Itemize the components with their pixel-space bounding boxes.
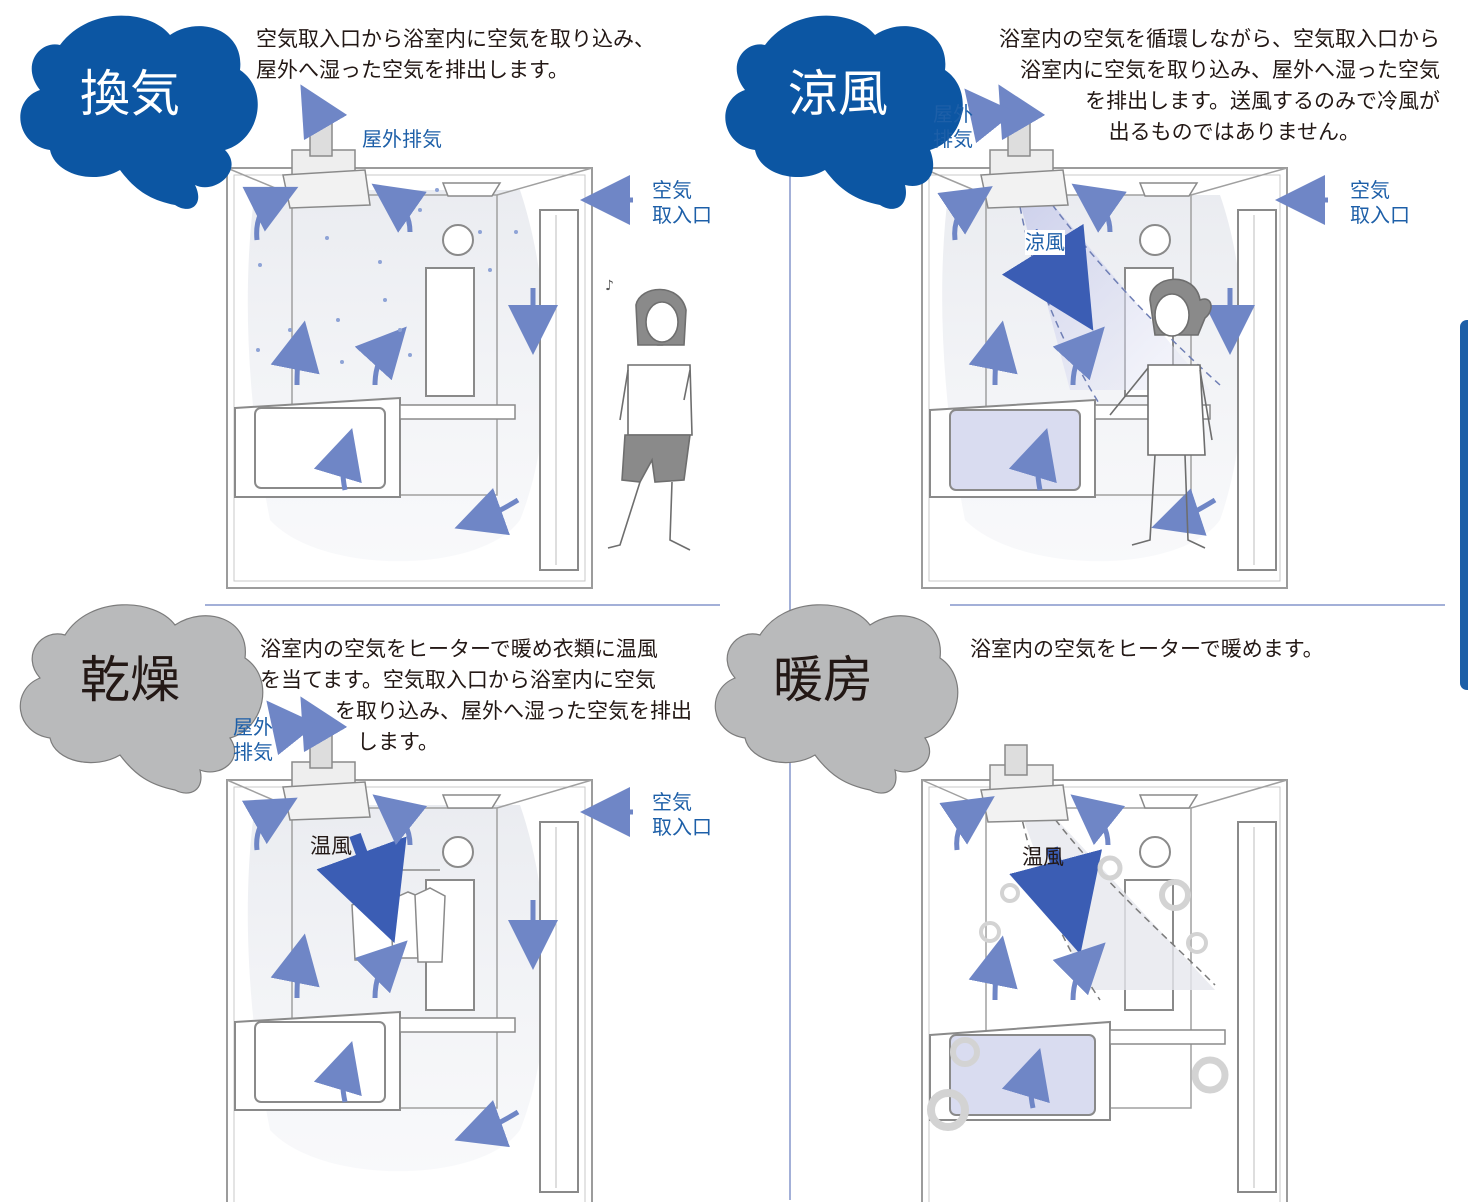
heating-desc-line-1: 浴室内の空気をヒーターで暖めます。	[970, 637, 1324, 661]
bubble-title-heating: 暖房	[773, 651, 873, 709]
ventilation-description: 空気取入口から浴室内に空気を取り込み、 屋外へ湿った空気を排出します。	[256, 24, 655, 86]
ventilation-air-intake-label: 空気 取入口	[652, 178, 712, 228]
drying-description: 浴室内の空気をヒーターで暖め衣類に温風 を当てます。空気取入口から浴室内に空気 …	[260, 634, 692, 758]
bubble-title-cool-breeze: 涼風	[788, 65, 888, 123]
bubble-cool-breeze-shape	[725, 15, 963, 209]
drying-intake-line-1: 空気	[652, 790, 692, 814]
side-index-tab	[1460, 320, 1468, 690]
cool-breeze-outdoor-exhaust-label: 屋外 排気	[933, 102, 973, 152]
bathroom-cool-breeze	[921, 84, 1328, 589]
cool-breeze-description: 浴室内の空気を循環しながら、空気取入口から 浴室内に空気を取り込み、屋外へ湿った…	[999, 24, 1440, 148]
cool-breeze-exhaust-line-1: 屋外	[933, 102, 973, 126]
bubble-title-drying: 乾燥	[80, 651, 180, 709]
ventilation-intake-line-1: 空気	[652, 178, 692, 202]
bathroom-drying	[226, 696, 633, 1202]
bubble-heating-shape	[714, 604, 959, 794]
cool-breeze-desc-line-2: 浴室内に空気を取り込み、屋外へ湿った空気	[1020, 58, 1440, 82]
drying-exhaust-line-1: 屋外	[233, 715, 273, 739]
cool-breeze-exhaust-line-2: 排気	[933, 127, 973, 151]
bubble-ventilation-shape	[20, 15, 258, 209]
drying-intake-line-2: 取入口	[652, 815, 712, 839]
heating-airflow-label: 温風	[1022, 845, 1064, 869]
cool-breeze-air-intake-label: 空気 取入口	[1350, 178, 1410, 228]
cool-breeze-desc-line-1: 浴室内の空気を循環しながら、空気取入口から	[999, 27, 1440, 51]
drying-desc-line-4: します。	[357, 730, 439, 754]
cool-breeze-intake-line-1: 空気	[1350, 178, 1390, 202]
drying-outdoor-exhaust-label: 屋外 排気	[233, 715, 273, 765]
bathroom-heating	[921, 744, 1288, 1202]
cool-breeze-desc-line-4: 出るものではありません。	[1108, 120, 1360, 144]
ventilation-desc-line-1: 空気取入口から浴室内に空気を取り込み、	[256, 27, 655, 51]
drying-desc-line-1: 浴室内の空気をヒーターで暖め衣類に温風	[260, 637, 658, 661]
drying-airflow-label: 温風	[310, 834, 352, 858]
bubble-drying-shape	[19, 604, 264, 794]
ventilation-outdoor-exhaust-label: 屋外排気	[362, 127, 442, 151]
cool-breeze-desc-line-3: を排出します。送風するのみで冷風が	[1085, 89, 1440, 113]
svg-text:♪: ♪	[605, 278, 614, 294]
drying-air-intake-label: 空気 取入口	[652, 790, 712, 840]
cool-breeze-airflow-label: 涼風	[1025, 230, 1065, 255]
drying-exhaust-line-2: 排気	[233, 740, 273, 764]
ventilation-intake-line-2: 取入口	[652, 203, 712, 227]
divider-horizontal-right	[950, 604, 1445, 606]
bathroom-ventilation: ♪	[226, 84, 693, 589]
bubble-title-ventilation: 換気	[80, 65, 180, 123]
drying-desc-line-2: を当てます。空気取入口から浴室内に空気	[260, 668, 656, 692]
divider-horizontal-left	[205, 604, 720, 606]
ventilation-desc-line-2: 屋外へ湿った空気を排出します。	[256, 58, 569, 82]
cool-breeze-intake-line-2: 取入口	[1350, 203, 1410, 227]
drying-desc-line-3: を取り込み、屋外へ湿った空気を排出	[335, 699, 692, 723]
heating-description: 浴室内の空気をヒーターで暖めます。	[970, 634, 1324, 665]
